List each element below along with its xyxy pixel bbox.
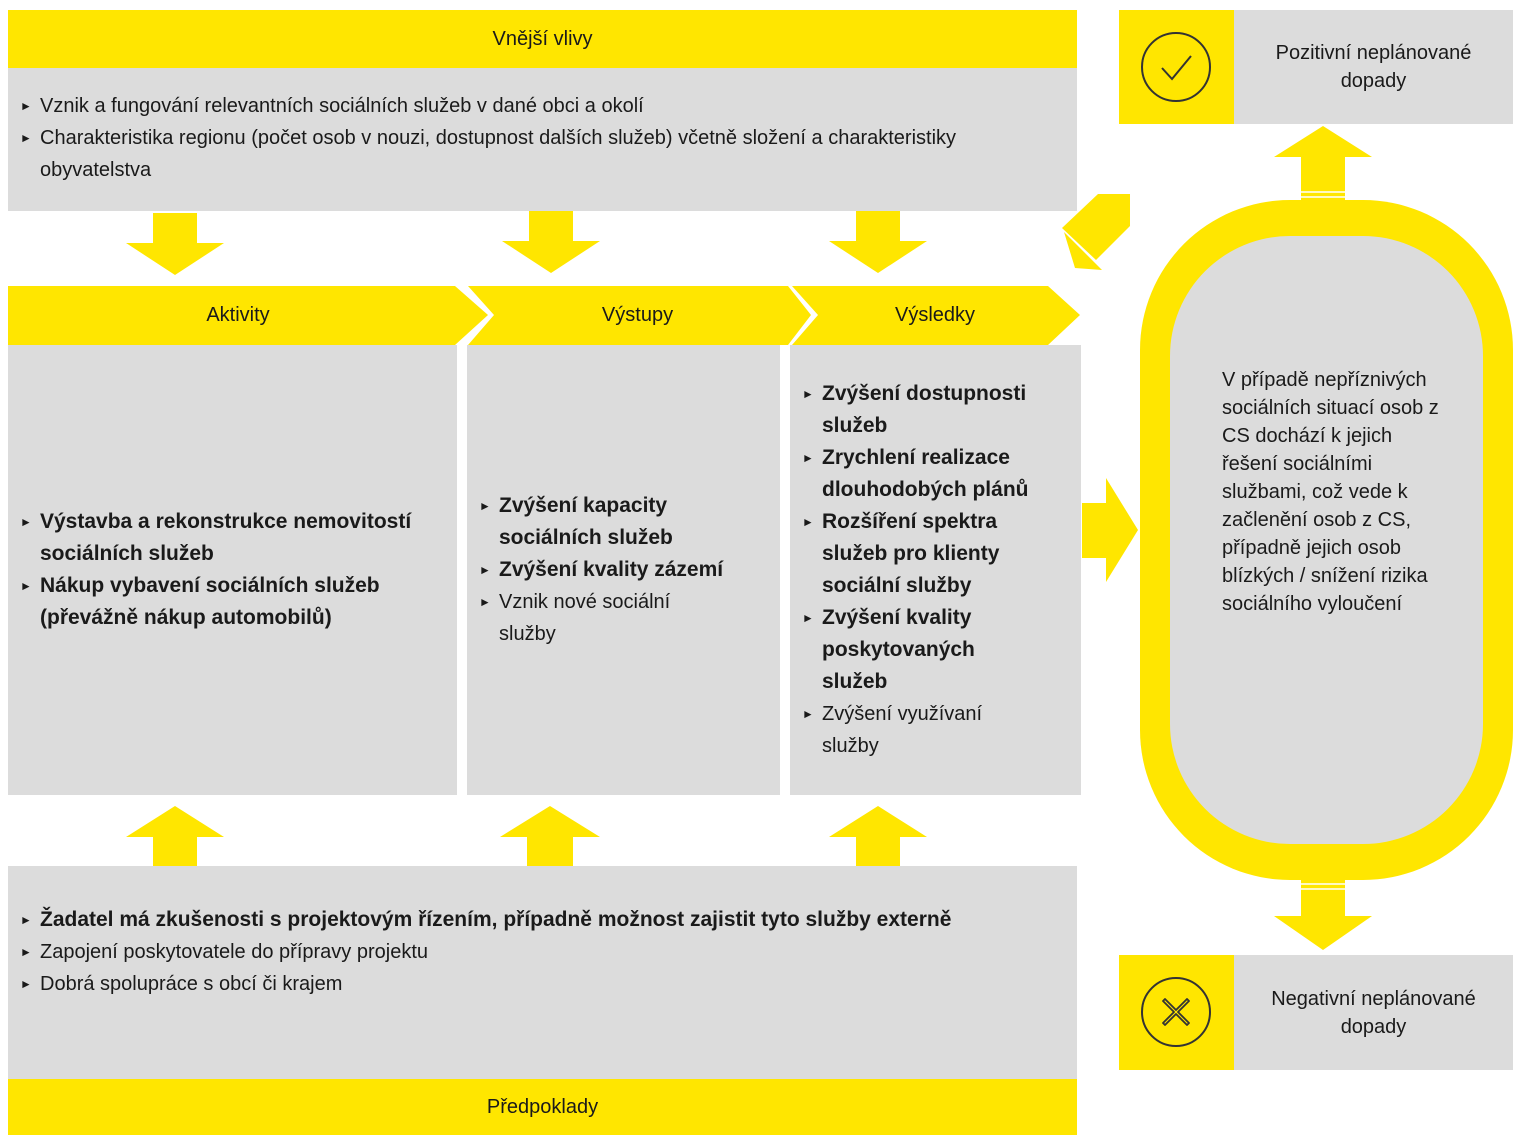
activities-header: Aktivity bbox=[8, 286, 468, 345]
list-item: Zapojení poskytovatele do přípravy proje… bbox=[20, 936, 1065, 968]
external-header: Vnější vlivy bbox=[8, 10, 1077, 68]
negative-label: Negativní neplánované dopady bbox=[1271, 987, 1476, 1038]
outputs-header: Výstupy bbox=[480, 286, 795, 345]
list-item: Zvýšení dostupnosti služeb bbox=[802, 378, 1071, 442]
external-title: Vnější vlivy bbox=[492, 27, 593, 50]
assumptions-panel: Žadatel má zkušenosti s projektovým říze… bbox=[8, 866, 1077, 1079]
negative-icon-box bbox=[1119, 955, 1234, 1070]
results-header: Výsledky bbox=[800, 286, 1070, 345]
results-list: Zvýšení dostupnosti služeb Zrychlení rea… bbox=[802, 378, 1071, 762]
impact-text: V případě nepříznivých sociálních situac… bbox=[1222, 369, 1439, 615]
results-panel: Zvýšení dostupnosti služeb Zrychlení rea… bbox=[790, 345, 1081, 795]
activities-panel: Výstavba a rekonstrukce nemovitostí soci… bbox=[8, 345, 457, 795]
check-icon bbox=[1141, 32, 1211, 102]
list-item: Nákup vybavení sociálních služeb (převáž… bbox=[20, 570, 420, 634]
external-panel: Vznik a fungování relevantních sociálníc… bbox=[8, 68, 1077, 211]
assumptions-list: Žadatel má zkušenosti s projektovým říze… bbox=[20, 904, 1065, 1000]
arrow-down-negative bbox=[1274, 916, 1372, 950]
positive-icon-box bbox=[1119, 10, 1234, 124]
cross-icon bbox=[1141, 977, 1211, 1047]
list-item: Zvýšení kapacity sociálních služeb bbox=[479, 490, 719, 554]
list-item: Rozšíření spektra služeb pro klienty soc… bbox=[802, 506, 1042, 602]
arrow-down-activities bbox=[126, 213, 224, 275]
list-item: Zvýšení kvality zázemí bbox=[479, 554, 764, 586]
positive-label: Pozitivní neplánované dopady bbox=[1275, 42, 1472, 92]
list-item: Žadatel má zkušenosti s projektovým říze… bbox=[20, 904, 1010, 936]
assumptions-title: Předpoklady bbox=[486, 1095, 599, 1118]
negative-panel: Negativní neplánované dopady bbox=[1234, 955, 1513, 1070]
arrow-up-results bbox=[829, 806, 927, 866]
positive-panel: Pozitivní neplánované dopady bbox=[1234, 10, 1513, 124]
list-item: Dobrá spolupráce s obcí či krajem bbox=[20, 968, 1065, 1000]
impact-core bbox=[1170, 236, 1483, 844]
activities-title: Aktivity bbox=[206, 304, 270, 326]
outputs-list: Zvýšení kapacity sociálních služeb Zvýše… bbox=[479, 490, 764, 650]
list-item: Charakteristika regionu (počet osob v no… bbox=[20, 122, 1065, 186]
arrow-diagonal-impact bbox=[1062, 194, 1130, 260]
arrow-down-results bbox=[829, 210, 927, 273]
results-title: Výsledky bbox=[894, 304, 976, 326]
arrow-diagonal-head bbox=[1064, 232, 1102, 270]
arrow-up-outputs bbox=[500, 806, 600, 866]
external-list: Vznik a fungování relevantních sociálníc… bbox=[20, 90, 1065, 186]
list-item: Zvýšení využívaní služby bbox=[802, 698, 1042, 762]
list-item: Vznik nové sociální služby bbox=[479, 586, 719, 650]
list-item: Výstavba a rekonstrukce nemovitostí soci… bbox=[20, 506, 420, 570]
arrow-up-activities bbox=[126, 806, 224, 866]
outputs-panel: Zvýšení kapacity sociálních služeb Zvýše… bbox=[467, 345, 780, 795]
arrow-down-outputs bbox=[502, 210, 600, 273]
arrow-right-impact bbox=[1082, 478, 1138, 582]
arrow-up-positive bbox=[1274, 126, 1372, 186]
list-item: Zrychlení realizace dlouhodobých plánů bbox=[802, 442, 1071, 506]
list-item: Vznik a fungování relevantních sociálníc… bbox=[20, 90, 1065, 122]
list-item: Zvýšení kvality poskytovaných služeb bbox=[802, 602, 1022, 698]
outputs-title: Výstupy bbox=[601, 304, 674, 326]
assumptions-header: Předpoklady bbox=[8, 1079, 1077, 1135]
activities-list: Výstavba a rekonstrukce nemovitostí soci… bbox=[20, 506, 420, 634]
